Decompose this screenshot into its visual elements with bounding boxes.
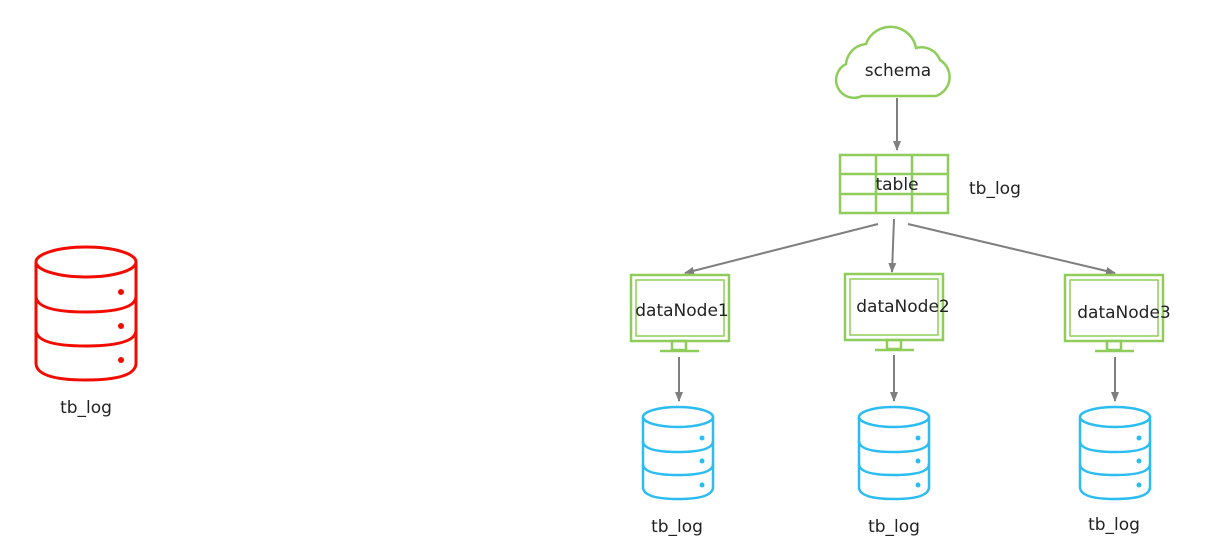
shard-db-1-label: tb_log bbox=[651, 517, 703, 537]
table-label: table bbox=[875, 175, 919, 195]
single-db-label: tb_log bbox=[60, 398, 112, 418]
datanode-1-label: dataNode1 bbox=[635, 301, 729, 321]
single-database-icon bbox=[34, 245, 138, 382]
shard-db-3-label: tb_log bbox=[1088, 515, 1140, 535]
table-name-label: tb_log bbox=[969, 179, 1021, 199]
datanode-2-monitor-icon bbox=[843, 272, 945, 352]
schema-cloud-icon bbox=[834, 25, 951, 100]
shard-db-2-label: tb_log bbox=[868, 517, 920, 537]
connector-arrows bbox=[675, 98, 1119, 402]
datanode-3-monitor-icon bbox=[1063, 273, 1165, 353]
datanode-1-monitor-icon bbox=[629, 273, 731, 353]
shard-database-2-icon bbox=[857, 405, 931, 501]
datanode-3-label: dataNode3 bbox=[1077, 303, 1171, 323]
table-grid-icon bbox=[838, 153, 950, 215]
shard-database-3-icon bbox=[1078, 405, 1152, 501]
datanode-2-label: dataNode2 bbox=[856, 297, 950, 317]
schema-label: schema bbox=[864, 61, 932, 81]
shard-database-1-icon bbox=[641, 405, 715, 501]
